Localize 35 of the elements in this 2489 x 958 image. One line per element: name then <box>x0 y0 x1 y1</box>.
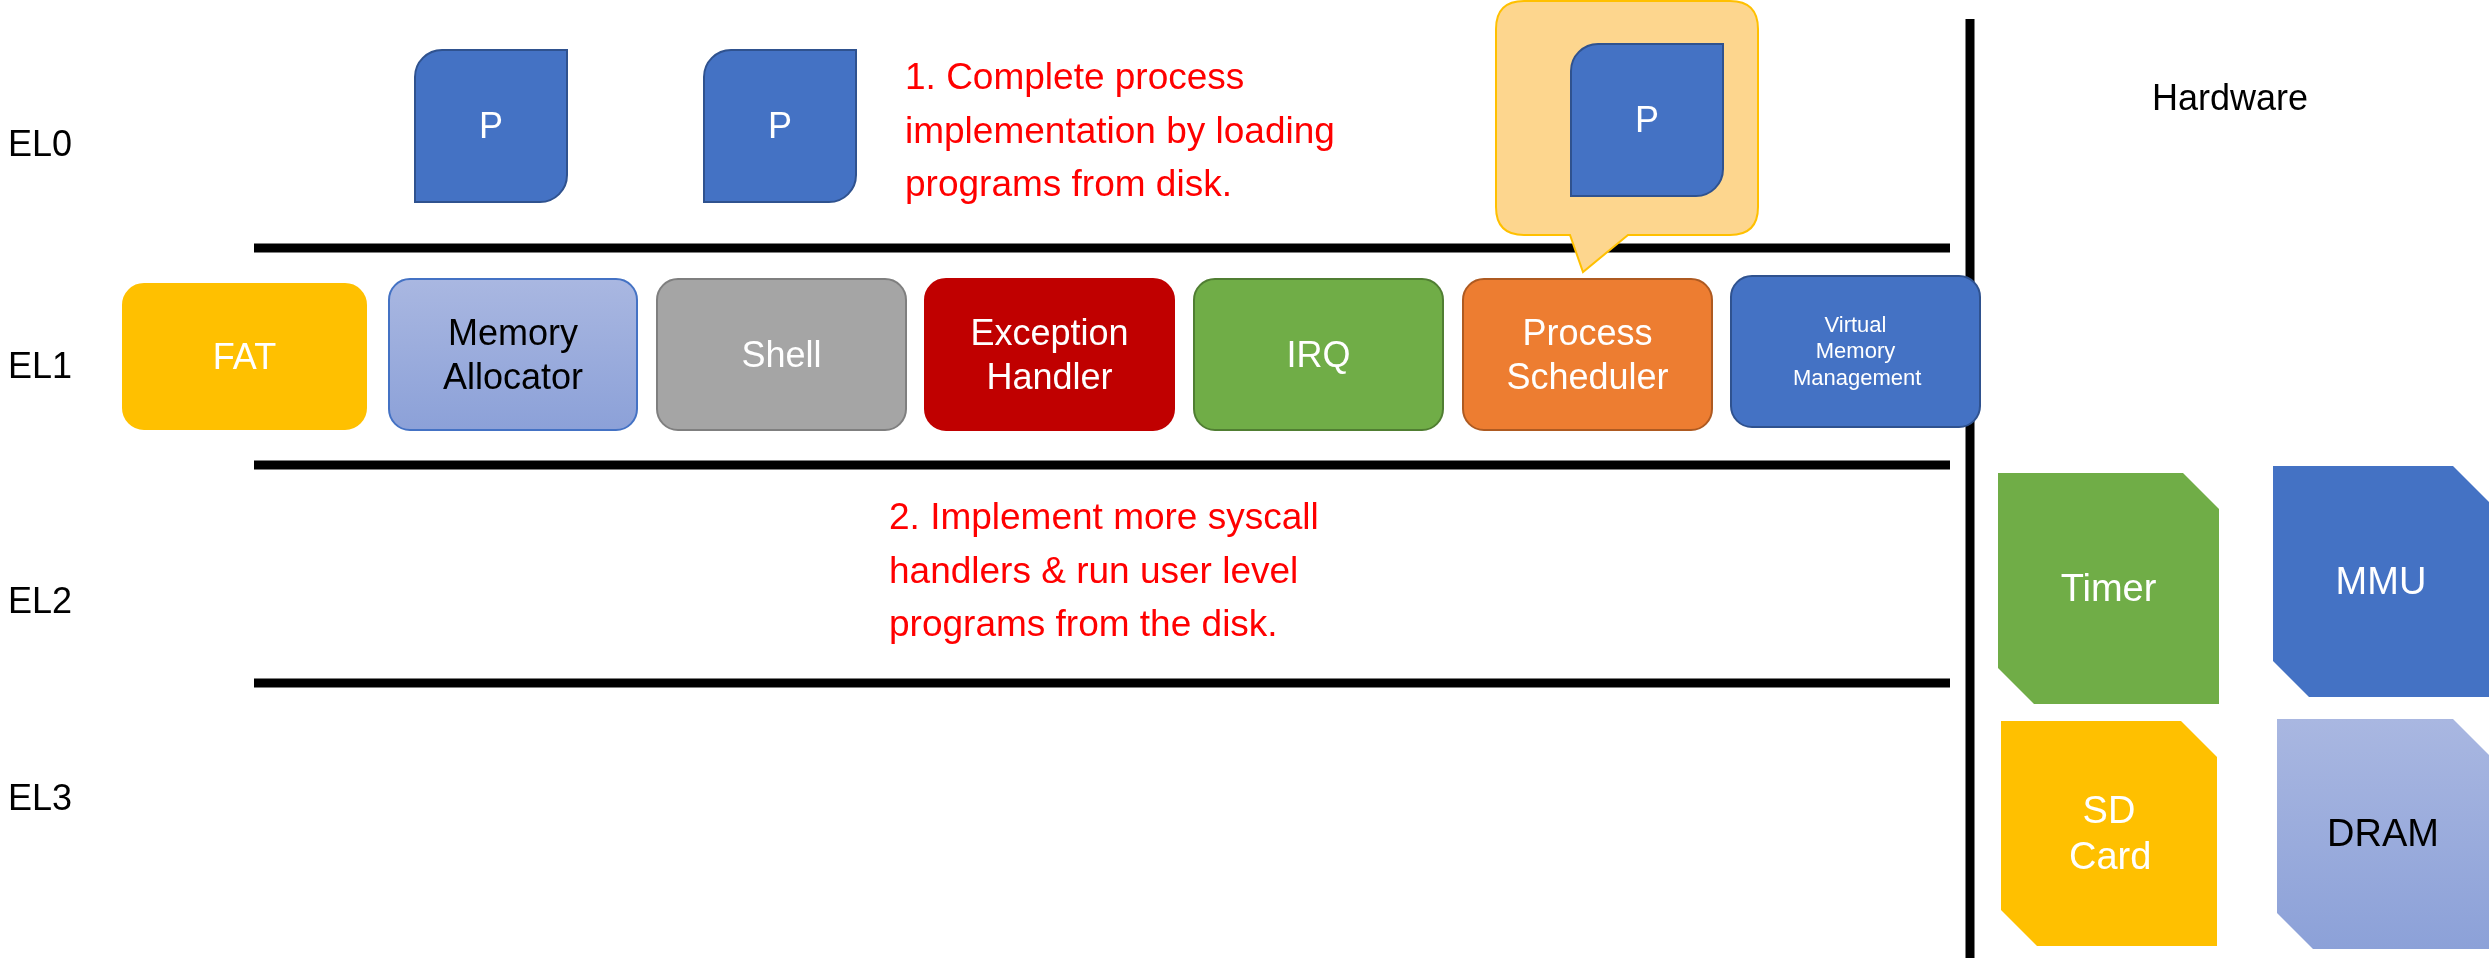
box-label: DRAM <box>2327 811 2439 857</box>
module-box <box>1193 278 1444 431</box>
module-box <box>1730 275 1981 428</box>
hardware-chip <box>2001 721 2217 946</box>
hardware-chip <box>2277 719 2489 949</box>
module-box <box>1462 278 1713 431</box>
hardware-chip <box>1998 473 2219 704</box>
module-box <box>924 278 1175 431</box>
box-label: P <box>479 104 503 148</box>
level-label: EL0 <box>8 122 74 166</box>
box-label: MMU <box>2335 558 2427 604</box>
box-label: P <box>768 104 792 148</box>
section-heading: Hardware <box>2150 76 2310 120</box>
box-label: Memory Allocator <box>441 311 585 398</box>
note-text: 2. Implement more syscall handlers & run user level programs from the disk. <box>889 495 1320 647</box>
module-box <box>122 283 367 430</box>
box-label: Shell <box>741 332 822 377</box>
module-box <box>388 278 638 431</box>
module-box <box>656 278 907 431</box>
level-label: EL1 <box>8 344 74 388</box>
box-label: Exception Handler <box>969 311 1130 398</box>
hardware-chip <box>2273 466 2489 697</box>
process-box <box>703 49 857 203</box>
level-label: EL2 <box>8 579 74 623</box>
box-label: P <box>1635 98 1659 142</box>
note-text: 1. Complete process implementation by loading programs from disk. <box>905 55 1335 207</box>
box-label: Timer <box>2060 565 2157 611</box>
box-label: FAT <box>212 334 277 379</box>
callout-bubble <box>1495 0 1759 274</box>
box-label: IRQ <box>1286 332 1351 377</box>
box-label: SD Card <box>2069 787 2149 879</box>
process-box <box>1570 43 1724 197</box>
level-label: EL3 <box>8 776 74 820</box>
box-label: Process Scheduler <box>1505 311 1670 398</box>
process-box <box>414 49 568 203</box>
